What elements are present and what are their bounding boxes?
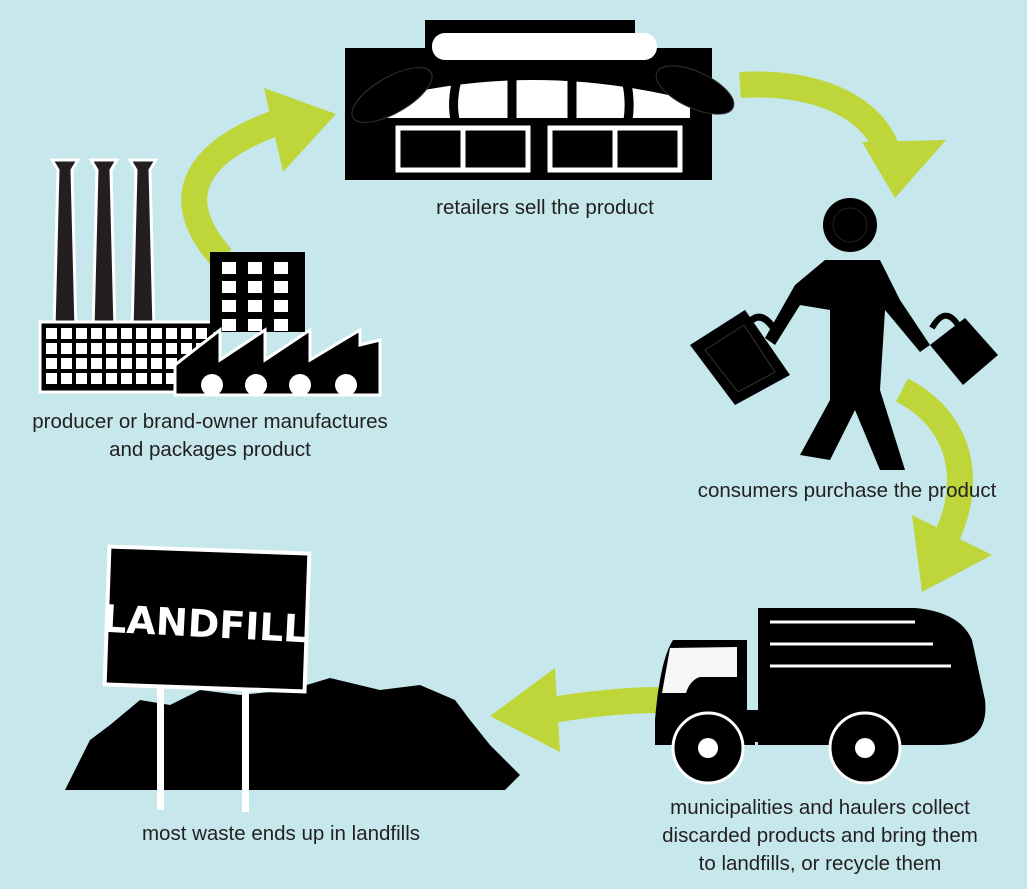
window-icon [76, 373, 87, 384]
window-icon [46, 328, 57, 339]
window-icon [151, 358, 162, 369]
window-icon [151, 343, 162, 354]
window-icon [181, 343, 192, 354]
window-icon [91, 358, 102, 369]
window-icon [248, 300, 262, 312]
window-icon [248, 262, 262, 274]
window-icon [76, 343, 87, 354]
window-icon [222, 281, 236, 293]
consumer-label-line: consumers purchase the product [697, 479, 997, 502]
arrow-factory-to-retailer [181, 88, 336, 267]
landfill-sign-text: LANDFILL [101, 597, 309, 652]
window-icon [61, 373, 72, 384]
store-icon [345, 20, 735, 180]
garbage-truck-icon [655, 608, 986, 785]
window-icon [151, 328, 162, 339]
window-icon [76, 328, 87, 339]
window-icon [121, 328, 132, 339]
window-icon [196, 328, 207, 339]
hauler-label-line: municipalities and haulers collect [670, 796, 970, 819]
window-icon [91, 343, 102, 354]
shopper-icon [690, 198, 998, 470]
window-icon [91, 373, 102, 384]
window-icon [181, 328, 192, 339]
retailer-label-line: retailers sell the product [436, 196, 654, 219]
retailer-label: retailers sell the product [345, 194, 745, 222]
window-icon [166, 328, 177, 339]
window-icon [76, 358, 87, 369]
window-icon [61, 343, 72, 354]
window-icon [121, 373, 132, 384]
producer-label-line: and packages product [109, 438, 311, 461]
window-icon [61, 358, 72, 369]
window-icon [136, 343, 147, 354]
window-icon [61, 328, 72, 339]
window-icon [248, 319, 262, 331]
window-icon [121, 343, 132, 354]
hauler-label-line: to landfills, or recycle them [698, 852, 942, 875]
window-icon [106, 328, 117, 339]
window-icon [274, 319, 288, 331]
window-icon [91, 328, 102, 339]
landfill-icon: LANDFILL [65, 544, 520, 812]
window-icon [274, 300, 288, 312]
hauler-label: municipalities and haulers collect disca… [630, 794, 1010, 878]
window-icon [136, 328, 147, 339]
window-icon [166, 358, 177, 369]
window-icon [222, 300, 236, 312]
window-icon [106, 358, 117, 369]
window-icon [222, 262, 236, 274]
hauler-label-line: discarded products and bring them [662, 824, 978, 847]
window-icon [274, 262, 288, 274]
window-icon [106, 373, 117, 384]
window-icon [106, 343, 117, 354]
window-icon [46, 373, 57, 384]
window-icon [151, 373, 162, 384]
window-icon [136, 358, 147, 369]
landfill-label: most waste ends up in landfills [100, 820, 462, 848]
arrow-hauler-to-landfill [490, 668, 661, 752]
landfill-label-line: most waste ends up in landfills [141, 822, 421, 845]
window-icon [166, 343, 177, 354]
window-icon [121, 358, 132, 369]
window-icon [248, 281, 262, 293]
window-icon [222, 319, 236, 331]
window-icon [46, 343, 57, 354]
producer-label-line: producer or brand-owner manufactures [32, 410, 388, 433]
window-icon [166, 373, 177, 384]
window-icon [46, 358, 57, 369]
arrow-consumer-to-hauler [895, 378, 992, 592]
consumer-label: consumers purchase the product [667, 477, 1027, 505]
factory-icon [38, 158, 382, 397]
producer-label: producer or brand-owner manufactures and… [0, 408, 420, 464]
window-icon [136, 373, 147, 384]
arrow-retailer-to-consumer [739, 71, 946, 198]
window-icon [274, 281, 288, 293]
